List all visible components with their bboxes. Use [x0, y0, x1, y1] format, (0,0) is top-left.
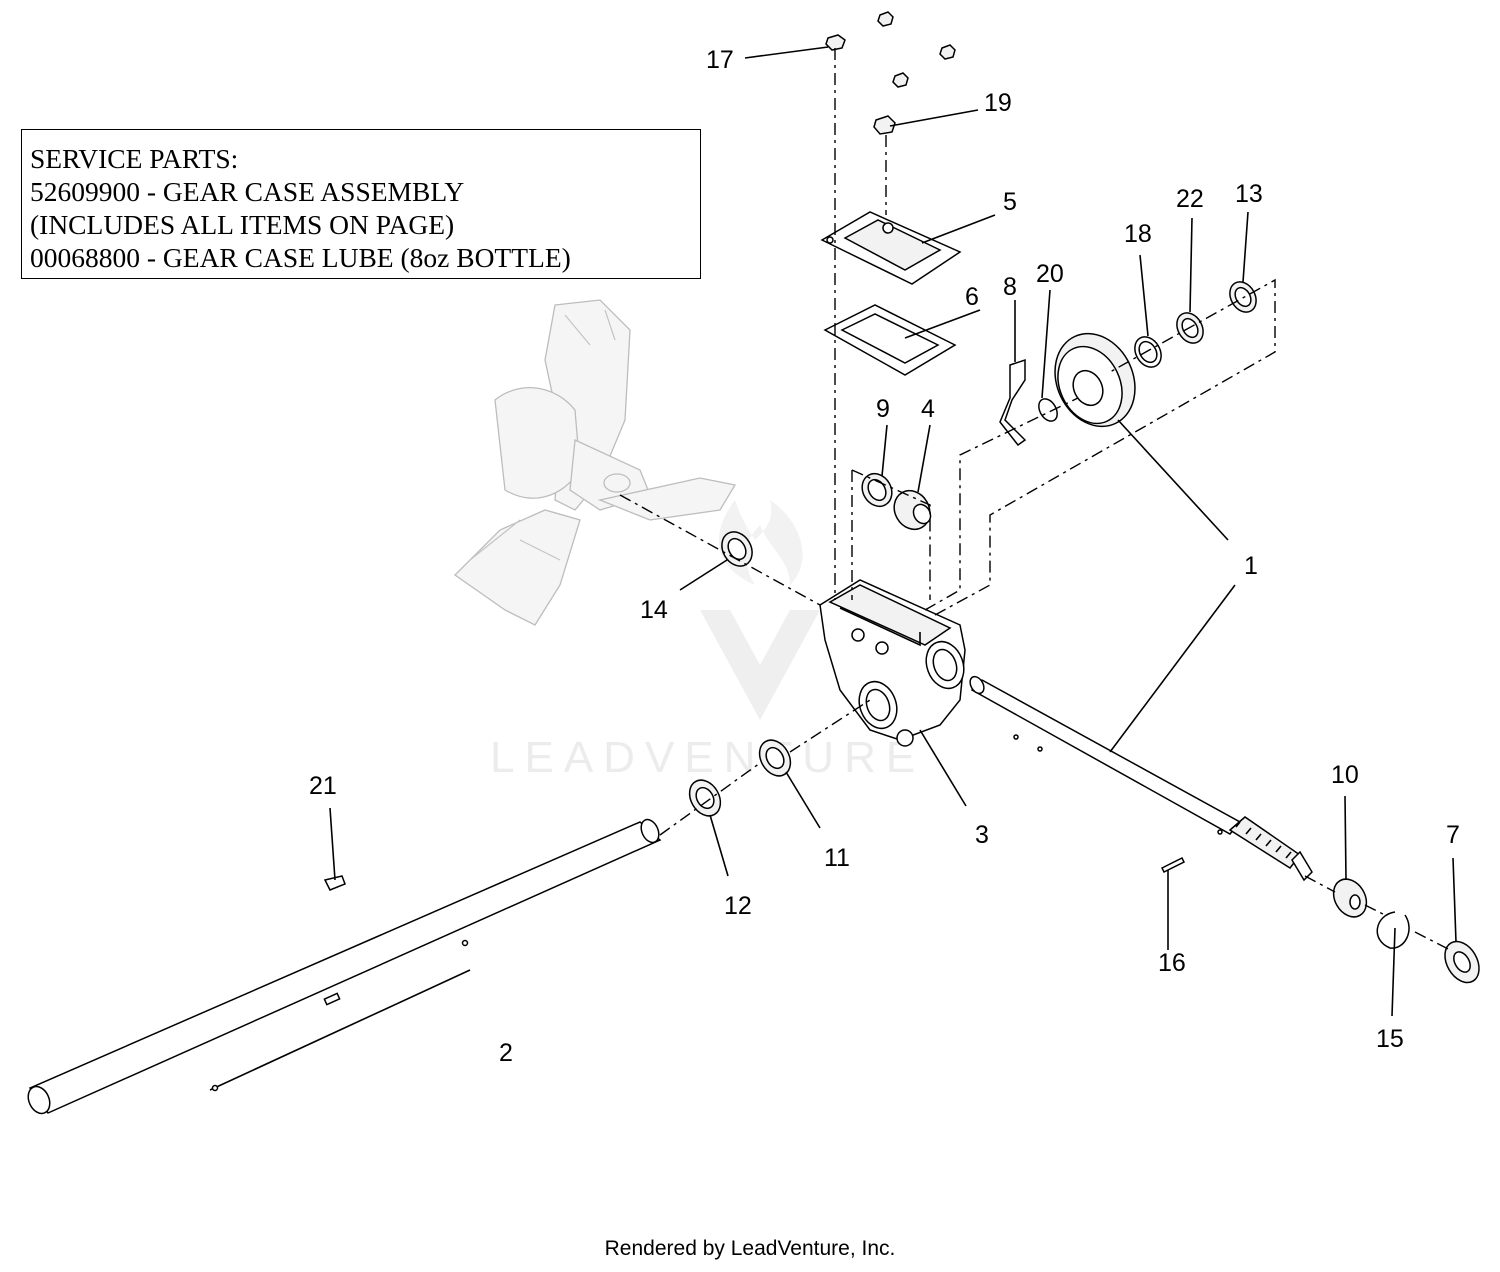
part-8-clip — [999, 358, 1027, 447]
watermark-text: LEADVENTURE — [490, 733, 925, 782]
part-15-retaining-ring — [1376, 911, 1410, 949]
callout-17: 17 — [706, 46, 734, 74]
callout-2: 2 — [499, 1039, 513, 1067]
part-10-bearing — [1332, 878, 1368, 918]
service-parts-heading: SERVICE PARTS: — [30, 143, 239, 174]
washers-and-seals — [688, 281, 1257, 817]
callout-4: 4 — [921, 395, 935, 423]
callout-6: 6 — [965, 283, 979, 311]
callout-21: 21 — [309, 772, 337, 800]
part-2-shaft — [27, 818, 662, 1115]
service-part-includes-note: (INCLUDES ALL ITEMS ON PAGE) — [30, 209, 455, 240]
render-credit-footer: Rendered by LeadVenture, Inc. — [604, 1237, 896, 1260]
callout-20: 20 — [1036, 260, 1064, 288]
part-7-bearing — [1444, 940, 1480, 984]
callout-16: 16 — [1158, 949, 1186, 977]
service-parts-box: SERVICE PARTS: 52609900 - GEAR CASE ASSE… — [21, 129, 701, 279]
callout-5: 5 — [1003, 188, 1017, 216]
callout-10: 10 — [1331, 761, 1359, 789]
part-21-key — [323, 875, 346, 891]
callout-7: 7 — [1446, 821, 1460, 849]
callout-11: 11 — [824, 844, 850, 872]
callout-8: 8 — [1003, 273, 1017, 301]
callout-labels: 1 2 3 4 5 6 7 8 9 10 11 12 13 14 15 16 1… — [309, 46, 1460, 1067]
service-part-gear-case-lube: 00068800 - GEAR CASE LUBE (8oz BOTTLE) — [30, 242, 571, 273]
part-6-gasket — [823, 304, 957, 376]
callout-22: 22 — [1176, 185, 1204, 213]
callout-19: 19 — [984, 89, 1012, 117]
part-1-gear — [1054, 332, 1136, 428]
auger-ghost-illustration — [453, 299, 737, 626]
callout-14: 14 — [640, 596, 668, 624]
callout-3: 3 — [975, 821, 989, 849]
service-part-gear-case-assembly: 52609900 - GEAR CASE ASSEMBLY — [30, 176, 465, 207]
callout-15: 15 — [1376, 1025, 1404, 1053]
callout-1: 1 — [1244, 552, 1258, 580]
callout-9: 9 — [876, 395, 890, 423]
assembly-lines — [619, 48, 1451, 951]
callout-18: 18 — [1124, 220, 1152, 248]
callout-13: 13 — [1235, 180, 1263, 208]
part-1-worm-shaft — [969, 675, 1313, 882]
part-16-pin — [1160, 856, 1186, 874]
part-3-gear-case — [819, 579, 966, 747]
leadventure-watermark: LEADVENTURE — [490, 500, 925, 782]
leader-lines — [329, 46, 1457, 1017]
bolts-17-19 — [825, 11, 956, 135]
callout-12: 12 — [724, 892, 752, 920]
part-5-cover — [820, 211, 962, 285]
